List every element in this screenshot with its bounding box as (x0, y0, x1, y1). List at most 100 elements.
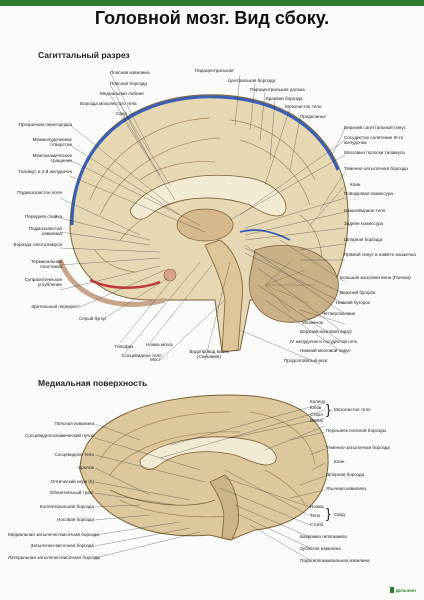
cerebellum (248, 245, 339, 323)
pituitary-gland (163, 268, 177, 282)
section-title-sagittal: Сагиттальный разрез (38, 50, 130, 60)
label-pons: Мост (150, 357, 161, 362)
label-mammillothalamic-tract: Сосцевидноталамический пучок (25, 433, 94, 438)
section-title-medial: Медиальная поверхность (38, 378, 148, 388)
label-uncus: Крючок (78, 465, 94, 470)
label-olfactory-tract: Обонятельный тракт (49, 490, 94, 495)
cerebral-arteries (89, 278, 161, 290)
thalamus (176, 208, 234, 242)
label-parahippocampal-gyrus: Парагиппокампальная извилина (300, 558, 370, 563)
label-fornix: Свод (116, 111, 127, 116)
label-posterior-commissure: Задняя комиссура (344, 221, 384, 226)
skull-base (57, 259, 166, 307)
label-medial-calcarine: Шпорная борозда (326, 472, 365, 477)
label-cuneus: Клин (350, 182, 361, 187)
label-interthalamic-adhesion: Межталамическое сращение (32, 153, 72, 163)
leader-lines (59, 71, 346, 561)
label-mammillary-body: Сосцевидное тело (122, 353, 162, 358)
label-lateral-occipitotemporal: Латеральная затылочно-височная борозда (8, 555, 100, 560)
label-septum-pellucidum: Прозрачная перегородка (18, 122, 72, 127)
label-great-cerebral-vein: Большая мозговая вена (Галена) (340, 275, 411, 280)
label-cingulate-gyrus: Поясная извилина (110, 70, 150, 75)
label-stria-medullaris: Мозговые полоски таламуса (344, 150, 405, 155)
medial-corpus-callosum (139, 436, 277, 470)
label-subcallosal-area: Подмозолистое поле (17, 190, 62, 195)
medial-temporal-lobe (109, 489, 216, 506)
label-medial-mammillary-body: Сосцевидное тело (54, 452, 94, 457)
label-cerebral-peduncle: Ножка мозга (146, 342, 173, 347)
page-title: Головной мозг. Вид сбоку. (94, 8, 330, 28)
publisher-name: ДЕЛЬФИН (395, 587, 416, 593)
label-calcarine-sulcus: Шпорная борозда (344, 237, 383, 242)
label-tuber-cinereum: Серый бугор (78, 316, 106, 321)
sagittal-section-figure (57, 94, 349, 353)
label-optic-chiasm: Зрительный перекрест (31, 304, 80, 309)
label-collateral-sulcus: Коллатеральная борозда (39, 504, 94, 509)
label-hypothalamic-sulcus: Борозда гипоталамуса (13, 242, 62, 247)
label-marginal-sulcus: Краевая борозда (266, 96, 303, 101)
label-precuneus: Предклинье (300, 114, 326, 119)
label-fimbria-hippocampus: Бахромка гиппокампа (300, 534, 347, 539)
label-supraoptic-recess: Супраоптическое углубление (24, 277, 62, 287)
cc-brace: } (326, 401, 331, 417)
label-pituitary: Гипофиз (115, 344, 134, 349)
publisher-logo: ДЕЛЬФИН (390, 586, 416, 594)
label-callosal-sulcus: Борозда мозолистого тела (80, 101, 137, 106)
label-parieto-occipital-sulcus: Теменно-затылочная борозда (344, 166, 408, 171)
medial-brainstem (209, 474, 239, 541)
label-cc-genu: Колено (310, 399, 326, 404)
label-medial-occipitotemporal: Медиальная затылочно-височная борозда (8, 532, 99, 537)
label-cc-group: Мозолистое тело (334, 407, 371, 412)
label-fornix-column: Столб (310, 522, 324, 527)
brainstem (204, 239, 243, 353)
label-cerebellum: Мозжечок (302, 320, 323, 325)
label-choroid-plexus-third: Сосудистое сплетение III-го желудочка (344, 135, 404, 145)
label-thalamus-third-ventricle: Таламус и 3-й желудочек (18, 169, 72, 174)
label-cc-splenium: Валик (310, 418, 323, 423)
label-isthmus-cingulate: Перешеек поясной борозды (326, 428, 387, 433)
label-superior-sagittal-sinus: Верхний сагиттальный синус (344, 125, 406, 130)
label-lamina-terminalis: Терминальная пластинка (30, 259, 62, 269)
label-inferior-colliculus: Нижний бугорок (336, 300, 370, 305)
label-medulla-oblongata: Продолговатый мозг (284, 358, 328, 363)
label-fornix-crus: Ножка (310, 504, 324, 509)
label-medial-parieto-occipital: Теменно-затылочная борозда (326, 445, 390, 450)
arbor-vitae (264, 261, 315, 313)
label-straight-sinus: Прямой синус в намёте мозжечка (344, 252, 416, 257)
publisher-logo-icon (390, 587, 394, 593)
label-rhinal-sulcus: Носовая борозда (57, 517, 94, 522)
label-fornix-body: Тело (310, 513, 321, 518)
label-occipitotemporal-sulcus: Затылочно-височная борозда (30, 543, 94, 548)
label-optic-nerve: Оптический нерв (II) (50, 479, 94, 484)
label-central-sulcus: Центральная борозда (228, 78, 276, 83)
medial-surface-figure (79, 394, 329, 541)
label-fourth-ventricle: IV желудочек и сосудистая сеть (290, 339, 358, 344)
label-superior-medullary-velum: Верхний мозговой парус (300, 329, 353, 334)
label-cingulate-sulcus: Поясная борозда (110, 81, 147, 86)
label-medial-frontal: Медиальная лобная (100, 91, 144, 96)
label-interventricular-foramen: Межжелудочковое отверстие (32, 137, 72, 147)
top-accent-bar (0, 0, 424, 6)
label-cc-rostrum: Клюв (310, 405, 322, 410)
label-paracentral: Парацентральная (195, 68, 234, 73)
label-pineal-body: Шишковидное тело (344, 208, 386, 213)
label-habenular-commissure: Поводковая комиссура (344, 191, 393, 196)
corpus-callosum (129, 175, 287, 220)
label-medial-cingulate-gyrus: Поясная извилина (54, 421, 94, 426)
label-superior-colliculus: Верхний бугорок (340, 290, 376, 295)
label-anterior-commissure: Передняя спайка (25, 214, 62, 219)
label-subcallosal-gyrus: Подмозолистая извилина (28, 226, 62, 236)
medial-hemisphere (79, 394, 329, 541)
label-inferior-medullary-velum: Нижний мозговой парус (300, 348, 351, 353)
label-lingual-gyrus: Язычная извилина (326, 486, 366, 491)
label-cc-trunk: Ствол (310, 412, 323, 417)
fornix-brace: } (326, 505, 331, 521)
label-dentate-gyrus: Зубчатая извилина (300, 546, 341, 551)
label-quadrigeminal-plate: Четверохолмие (322, 311, 356, 316)
label-paracentral-lobule: Парацентральная долька (250, 87, 305, 92)
label-fornix-group: Свод (334, 512, 345, 517)
label-corpus-callosum: Мозолистое тело (285, 104, 322, 109)
label-cerebral-aqueduct: Водопровод мозга (Сильвиев) (189, 349, 229, 359)
